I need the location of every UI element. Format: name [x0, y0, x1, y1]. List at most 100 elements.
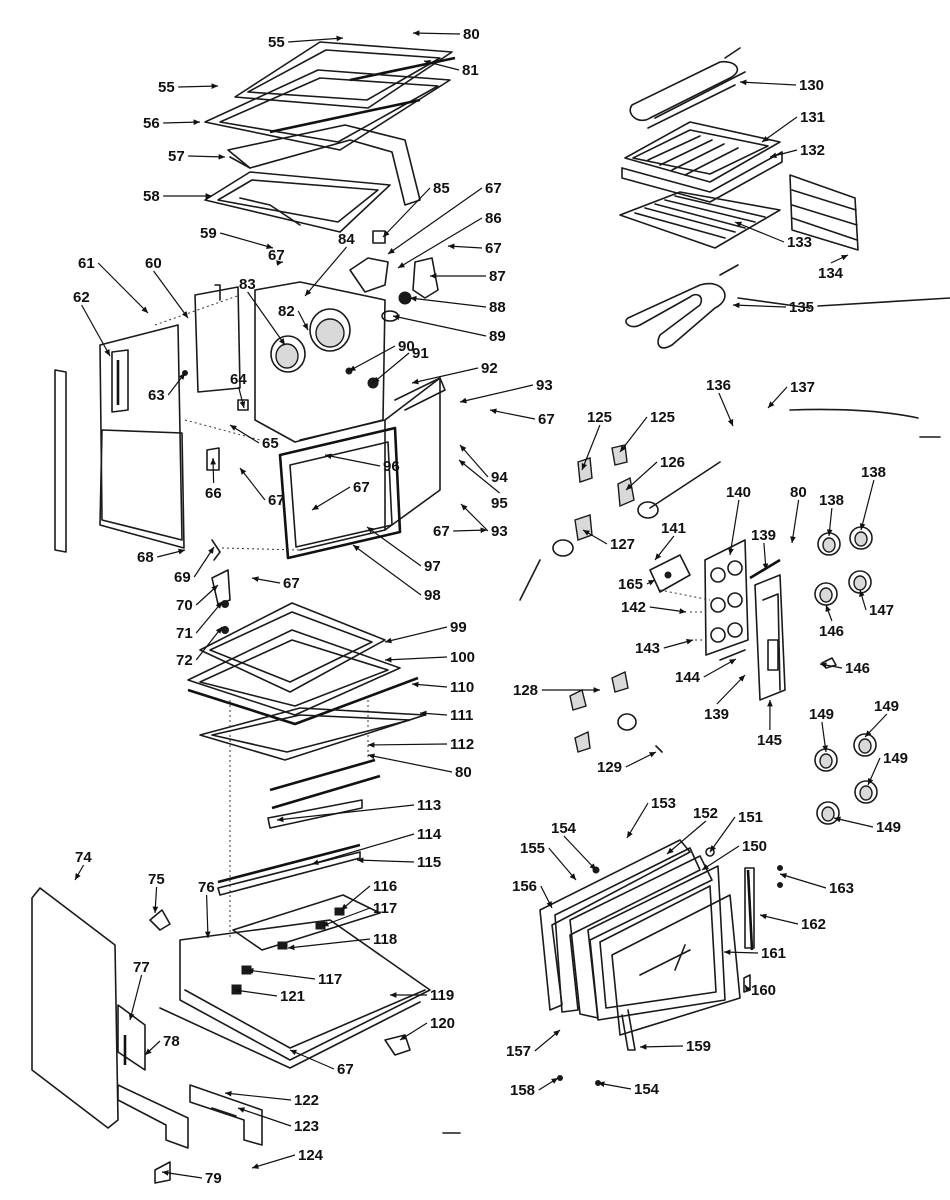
arrowhead-67 [252, 576, 259, 582]
part-number-label: 154 [551, 820, 577, 837]
arrowhead-128 [593, 687, 600, 693]
arrowhead-98 [353, 545, 360, 552]
part-number-label: 58 [143, 188, 160, 205]
arrowhead-114 [312, 859, 319, 865]
part-number-label: 133 [787, 234, 812, 251]
arrowhead-90 [349, 365, 356, 371]
arrowhead-120 [400, 1034, 407, 1040]
arrowhead-64 [239, 401, 246, 408]
part-number-label: 141 [661, 520, 686, 537]
leader-line-79 [161, 1171, 203, 1179]
arrowhead-95 [459, 460, 466, 467]
leader-line-89 [392, 315, 487, 337]
part-number-label: 124 [298, 1147, 324, 1164]
oven-door-assembly [539, 839, 783, 1086]
leader-line-150 [701, 845, 740, 871]
part-number-label: 67 [538, 411, 555, 428]
arrowhead-111 [420, 710, 427, 717]
part-number-label: 91 [412, 345, 429, 362]
part-number-label: 162 [801, 916, 826, 933]
leader-line-162 [759, 914, 799, 925]
part-number-label: 75 [148, 871, 165, 888]
part-number-label: 80 [790, 484, 807, 501]
part-number-label: 121 [280, 988, 305, 1005]
broiler-pan-131-132 [621, 121, 783, 203]
arrowhead-149 [867, 778, 874, 785]
arrowhead-88 [410, 295, 417, 302]
part-number-label: 115 [417, 854, 441, 871]
leader-line-118 [287, 938, 371, 949]
arrowhead-156 [546, 901, 552, 908]
part-number-label: 67 [268, 247, 285, 264]
arrowhead-89 [393, 314, 400, 321]
arrowhead-76 [204, 931, 211, 938]
part-number-label: 100 [450, 649, 475, 666]
part-number-label: 94 [491, 469, 508, 486]
arrowhead-145 [767, 700, 773, 707]
part-number-label: 97 [424, 558, 441, 575]
part-number-label: 150 [742, 838, 767, 855]
part-number-label: 153 [651, 795, 676, 812]
leader-line-86 [397, 217, 483, 269]
part-number-label: 149 [809, 706, 834, 723]
arrowhead-57 [218, 153, 225, 160]
arrowhead-97 [367, 527, 374, 534]
arrowhead-154 [589, 863, 596, 870]
part-number-label: 136 [706, 377, 731, 394]
part-number-label: 61 [78, 255, 95, 272]
leader-line-133 [734, 221, 785, 243]
arrowhead-85 [383, 230, 390, 237]
part-number-label: 149 [876, 819, 901, 836]
arrowhead-67 [448, 243, 455, 250]
arrowhead-117 [247, 968, 254, 974]
arrowhead-67 [290, 1049, 297, 1056]
leader-line-125 [581, 424, 601, 471]
leader-line-117 [246, 969, 316, 980]
part-number-label: 146 [845, 660, 870, 677]
leader-line-59 [220, 232, 274, 249]
part-number-label: 135 [789, 299, 814, 316]
leader-line-115 [356, 859, 415, 863]
part-number-label: 67 [485, 180, 502, 197]
leader-line-100 [384, 656, 448, 661]
leader-line-151 [709, 816, 736, 853]
part-number-label: 67 [337, 1061, 354, 1078]
arrowhead-55 [211, 83, 218, 90]
leader-line-97 [366, 526, 422, 567]
leader-line-67 [387, 187, 483, 255]
lower-drawer-body [159, 919, 431, 1146]
part-number-label: 80 [455, 764, 472, 781]
arrowhead-132 [770, 152, 777, 159]
leader-line-117 [321, 907, 371, 927]
leader-line-130 [739, 81, 797, 86]
leader-line-112 [367, 743, 448, 746]
arrowhead-141 [655, 553, 662, 560]
arrowhead-116 [341, 903, 348, 910]
arrowhead-112 [368, 742, 375, 748]
arrowhead-61 [141, 306, 148, 313]
part-number-label: 56 [143, 115, 160, 132]
arrowhead-69 [208, 547, 214, 554]
arrowhead-137 [768, 401, 775, 408]
arrowhead-152 [667, 847, 674, 854]
knob-149a [814, 748, 838, 772]
part-number-label: 147 [869, 602, 894, 619]
arrowhead-67 [312, 504, 319, 510]
arrowhead-138 [859, 523, 866, 530]
part-number-label: 132 [800, 142, 825, 159]
leader-line-91 [372, 352, 410, 384]
arrowhead-139 [762, 563, 769, 570]
part-number-label: 144 [675, 669, 701, 686]
arrowhead-84 [305, 289, 312, 296]
part-number-label: 152 [693, 805, 718, 822]
arrowhead-100 [385, 656, 392, 663]
part-number-label: 55 [158, 79, 175, 96]
part-number-label: 85 [433, 180, 450, 197]
arrowhead-125 [581, 463, 588, 470]
arrowhead-124 [252, 1163, 259, 1169]
arrowhead-75 [152, 906, 159, 913]
knob-147 [848, 570, 872, 594]
part-number-label: 157 [506, 1043, 531, 1060]
part-number-label: 156 [512, 878, 537, 895]
